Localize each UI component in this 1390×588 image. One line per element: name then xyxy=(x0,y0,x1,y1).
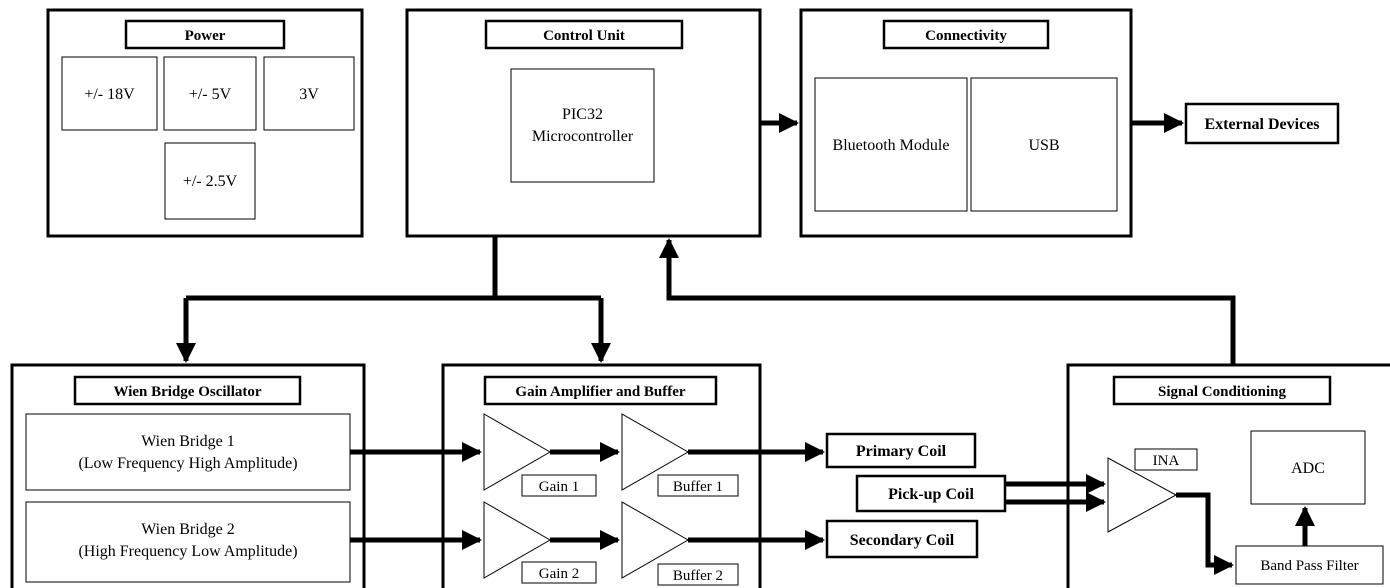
gain-buffer-block: Gain Amplifier and Buffer Gain 1 Buffer … xyxy=(441,363,762,588)
bpf-box xyxy=(1235,545,1384,585)
signal-conditioning-title: Signal Conditioning xyxy=(1158,384,1286,400)
rail-2v5-label: +/- 2.5V xyxy=(183,173,238,190)
bpf-label: Band Pass Filter xyxy=(1260,558,1358,574)
rail-5v-label: +/- 5V xyxy=(189,86,232,103)
pickup-coil-label: Pick-up Coil xyxy=(888,486,974,503)
gain-1-box xyxy=(521,474,597,497)
gain-2-box xyxy=(521,561,597,584)
usb-label: USB xyxy=(1028,137,1059,154)
control-unit-title: Control Unit xyxy=(543,28,625,44)
wien-title-box xyxy=(73,375,302,406)
buffer-2-amplifier xyxy=(621,501,690,579)
rail-18v-box xyxy=(61,56,158,131)
power-title-box xyxy=(124,19,286,50)
rail-5v-box xyxy=(163,56,257,131)
bluetooth-box xyxy=(814,77,968,212)
bluetooth-label: Bluetooth Module xyxy=(833,137,950,154)
buffer-2-label: Buffer 2 xyxy=(673,568,723,584)
arrow-ina-to-bpf xyxy=(1176,492,1234,575)
connectivity-title-box xyxy=(882,19,1050,50)
arrow-feedback-to-control xyxy=(659,238,1236,365)
adc-label: ADC xyxy=(1291,460,1325,477)
buffer-2-box xyxy=(657,563,739,586)
gain-buffer-title: Gain Amplifier and Buffer xyxy=(515,384,685,400)
wien-bridge-2-box xyxy=(25,501,351,583)
rail-18v-label: +/- 18V xyxy=(84,86,135,103)
gain-1-amplifier xyxy=(483,413,552,491)
gain-1-label: Gain 1 xyxy=(539,479,579,495)
mcu-label-line2: Microcontroller xyxy=(532,128,634,145)
pickup-coil-box xyxy=(855,474,1007,513)
wien-bridge-1-line2: (Low Frequency High Amplitude) xyxy=(78,455,297,472)
mcu-box xyxy=(510,68,655,183)
rail-3v-box xyxy=(263,56,355,131)
external-devices-label: External Devices xyxy=(1204,116,1319,133)
gain-2-amplifier xyxy=(483,501,552,579)
mcu-label-line1: PIC32 xyxy=(562,106,603,123)
secondary-coil-box xyxy=(825,519,979,559)
ina-box xyxy=(1134,448,1198,471)
connectivity-block: Connectivity Bluetooth Module USB xyxy=(799,8,1133,238)
connectors xyxy=(176,113,1315,575)
connectivity-title: Connectivity xyxy=(925,28,1007,44)
wien-bridge-1-line1: Wien Bridge 1 xyxy=(141,433,235,450)
control-unit-title-box xyxy=(484,19,684,50)
signal-conditioning-block: Signal Conditioning INA ADC Band Pass Fi… xyxy=(1066,363,1390,588)
buffer-1-box xyxy=(657,474,739,497)
adc-box xyxy=(1250,430,1366,505)
gain-2-label: Gain 2 xyxy=(539,566,579,582)
control-unit-block: Control Unit PIC32 Microcontroller xyxy=(405,8,762,238)
wien-bridge-2-line2: (High Frequency Low Amplitude) xyxy=(78,543,297,560)
signal-conditioning-title-box xyxy=(1112,375,1332,406)
wien-bridge-1-box xyxy=(25,413,351,491)
external-devices-box xyxy=(1184,102,1340,145)
wien-title: Wien Bridge Oscillator xyxy=(113,384,261,400)
wien-bridge-2-line1: Wien Bridge 2 xyxy=(141,521,235,538)
rail-2v5-box xyxy=(164,142,256,220)
ina-label: INA xyxy=(1153,453,1180,469)
wien-bridge-block: Wien Bridge Oscillator Wien Bridge 1 (Lo… xyxy=(10,363,366,588)
secondary-coil-label: Secondary Coil xyxy=(850,532,955,549)
gain-buffer-title-box xyxy=(483,375,718,406)
primary-coil-label: Primary Coil xyxy=(856,443,947,460)
rail-3v-label: 3V xyxy=(299,86,319,103)
ina-amplifier xyxy=(1107,457,1178,533)
power-title: Power xyxy=(185,28,226,44)
power-block: Power +/- 18V +/- 5V 3V +/- 2.5V xyxy=(46,8,364,238)
primary-coil-box xyxy=(825,432,977,469)
buffer-1-amplifier xyxy=(621,413,690,491)
buffer-1-label: Buffer 1 xyxy=(673,479,723,495)
usb-box xyxy=(970,77,1118,212)
